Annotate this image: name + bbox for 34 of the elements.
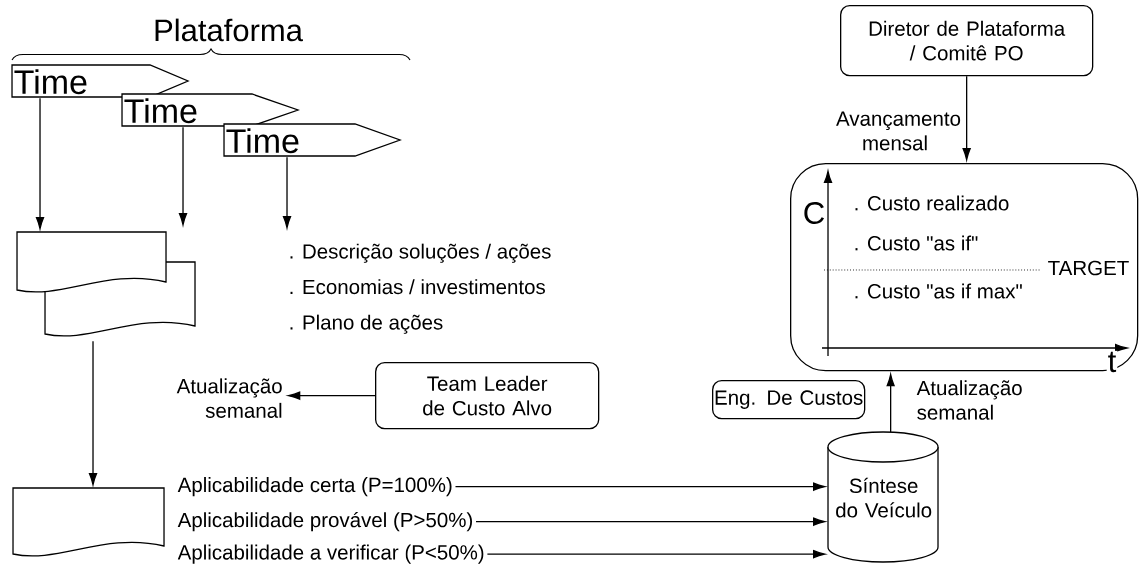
team-arrow-box: Time xyxy=(121,93,300,127)
arrow xyxy=(282,156,292,229)
applicability-text: Aplicabilidade certa (P=100%) xyxy=(177,477,452,497)
axis-label: t xyxy=(1106,350,1118,374)
bullet-list-text: . Descrição soluções / ações . Economias / investimentos . Plano de ações xyxy=(290,243,551,334)
stacked-documents-shape xyxy=(16,231,196,337)
axis-label: C xyxy=(801,201,827,225)
arrow xyxy=(475,517,826,526)
note-text: Atualização semanal xyxy=(176,378,282,418)
cost-item-text: . Custo "as if max" xyxy=(852,282,1024,300)
applicability-text: Aplicabilidade provável (P>50%) xyxy=(177,511,472,532)
role-box: Diretor de Plataforma / Comitê PO xyxy=(840,5,1094,77)
arrow xyxy=(88,340,98,486)
arrow xyxy=(178,126,188,226)
arrow xyxy=(454,482,826,491)
arrow xyxy=(962,75,971,161)
edge-label: Avançamento mensal xyxy=(835,110,961,152)
edge-label: Atualização semanal xyxy=(915,379,1028,421)
role-box: Eng. De Custos xyxy=(712,380,866,420)
database-cylinder: Síntese do Veículo xyxy=(827,431,939,563)
team-arrow-box: Time xyxy=(11,64,190,98)
cost-item-text: . Custo realizado xyxy=(852,194,1011,212)
arrow xyxy=(35,97,45,230)
arrow xyxy=(288,391,376,400)
cost-item-text: . Custo "as if" xyxy=(852,234,980,252)
target-label: TARGET xyxy=(1046,259,1131,277)
arrow xyxy=(886,373,895,433)
applicability-text: Aplicabilidade a verificar (P<50%) xyxy=(177,544,484,564)
arrow xyxy=(486,550,826,559)
team-arrow-box: Time xyxy=(223,123,402,157)
node-label: Síntese do Veículo xyxy=(836,477,932,518)
role-box: Team Leader de Custo Alvo xyxy=(375,362,600,430)
group-label: Plataforma xyxy=(155,18,303,42)
document-shape xyxy=(12,487,165,557)
